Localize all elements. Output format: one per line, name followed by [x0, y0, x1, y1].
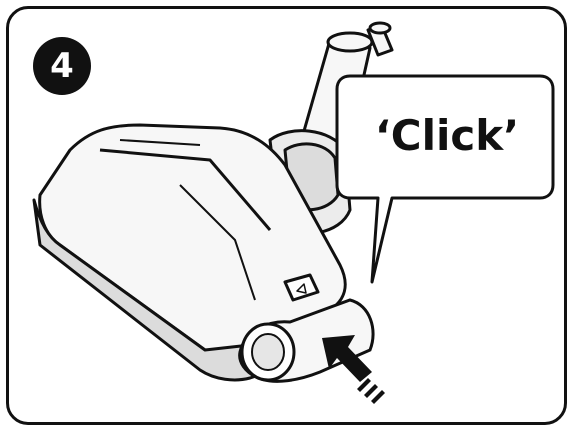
step-number-badge: 4	[33, 37, 91, 95]
click-callout-text: ‘Click’	[346, 90, 548, 180]
